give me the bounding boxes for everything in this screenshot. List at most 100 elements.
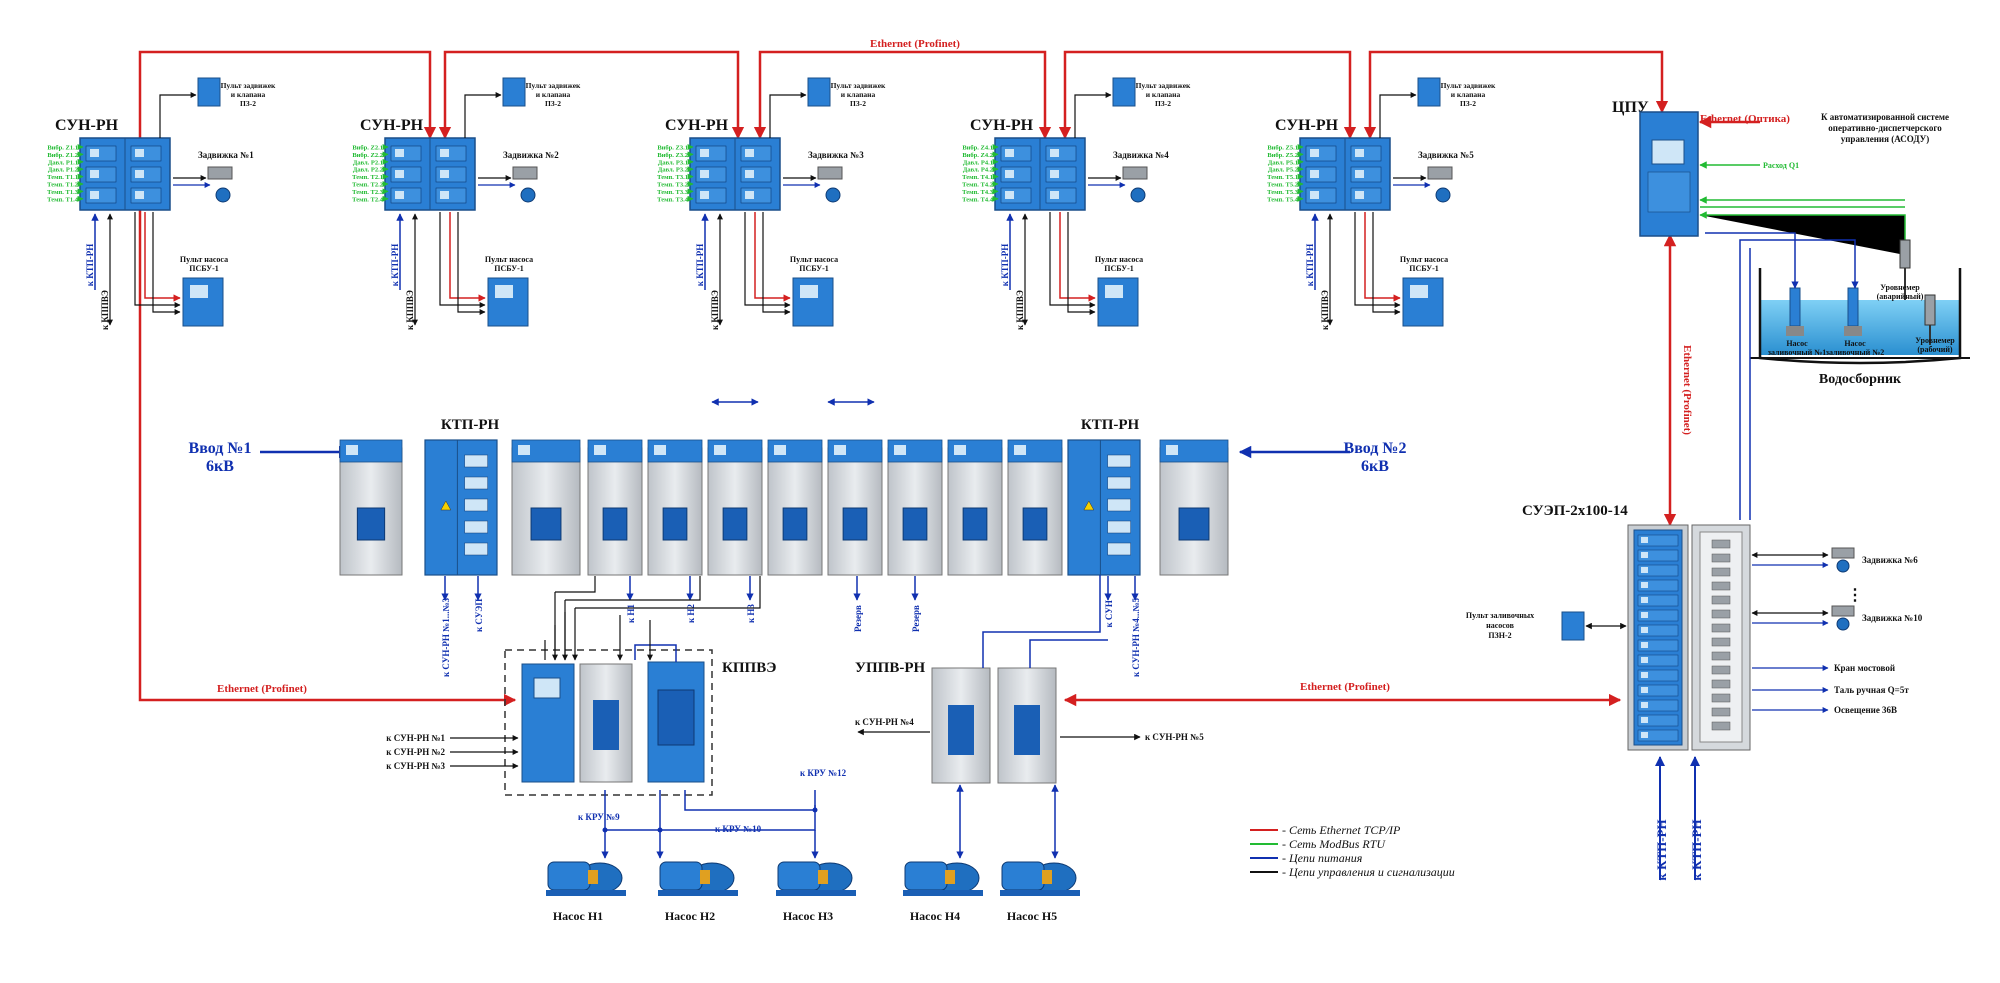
valve-label: Задвижка №3 [808, 150, 864, 160]
svg-text:ПЗН-2: ПЗН-2 [1488, 631, 1511, 640]
sensor-label: Темп. T3.4 [657, 196, 689, 203]
legend-item: - Цепи управления и сигнализации [1250, 865, 1455, 879]
uppv-title: УППВ-РН [855, 660, 926, 676]
sensor-label: Вибр. Z5.2 [1267, 152, 1298, 159]
sensor-label: Давл. P1.1 [48, 159, 78, 166]
valve-panel-icon [1112, 77, 1136, 107]
svg-text:ПСБУ-1: ПСБУ-1 [1104, 264, 1134, 273]
cabinet-output: к СУЭП [474, 576, 484, 632]
valve-icon [215, 187, 231, 203]
svg-text:и клапана: и клапана [1146, 90, 1181, 99]
sensor-label: Вибр. Z2.2 [352, 152, 383, 159]
ktp-left-title: КТП-РН [441, 417, 500, 433]
svg-text:6кВ: 6кВ [206, 458, 234, 475]
suep-title: СУЭП-2х100-14 [1522, 503, 1628, 519]
switchgear-cabinet [707, 439, 763, 576]
sensor-label: Давл. P2.2 [353, 167, 383, 174]
cabinet-output: к Н1 [626, 576, 636, 623]
svg-text:Насос: Насос [1844, 339, 1866, 348]
svg-text:к Н1: к Н1 [626, 604, 636, 623]
sun-rn-title: СУН-РН [970, 117, 1034, 134]
to-kppve-label: к КППВЭ [710, 290, 720, 330]
sensor-label: Вибр. Z4.2 [962, 152, 993, 159]
cabinet-output: к Н2 [686, 576, 696, 623]
pump-1: Насос Н1 [546, 861, 626, 923]
sensor-label: Давл. P5.1 [1268, 159, 1298, 166]
pump-label: Насос Н5 [1007, 909, 1057, 923]
sensor-label: Вибр. Z3.1 [657, 145, 688, 152]
svg-text:- Сеть Ethernet TCP/IP: - Сеть Ethernet TCP/IP [1282, 823, 1401, 837]
valve-label: Задвижка №1 [198, 150, 254, 160]
svg-text:насосов: насосов [1486, 621, 1515, 630]
valve-label: Задвижка №4 [1113, 150, 1169, 160]
svg-text:Пульт насоса: Пульт насоса [180, 255, 228, 264]
pump-label: Насос Н1 [553, 909, 603, 923]
svg-text:Пульт задвижек: Пульт задвижек [1441, 81, 1496, 90]
svg-text:Пульт насоса: Пульт насоса [485, 255, 533, 264]
kppve-title: КППВЭ [722, 660, 776, 676]
sensor-label: Темп. T4.4 [962, 196, 994, 203]
sensor-label: Темп. T5.2 [1267, 182, 1298, 189]
svg-text:Освещение 36В: Освещение 36В [1834, 705, 1897, 715]
svg-text:к КТП-РН: к КТП-РН [1689, 819, 1704, 880]
pump-3: Насос Н3 [776, 861, 856, 923]
svg-text:Пульт заливочных: Пульт заливочных [1466, 611, 1534, 620]
kppve-link-label: к СУН-РН №3 [386, 761, 445, 771]
sensor-label: Давл. P5.2 [1268, 167, 1298, 174]
sensor-label: Темп. T4.3 [962, 189, 994, 196]
sensor-label: Вибр. Z1.2 [47, 152, 78, 159]
valve-label: Задвижка №2 [503, 150, 559, 160]
svg-text:- Цепи управления и сигнализац: - Цепи управления и сигнализации [1282, 865, 1455, 879]
legend-item: - Сеть Ethernet TCP/IP [1250, 823, 1401, 837]
sensor-label: Темп. T5.3 [1267, 189, 1299, 196]
svg-text:управления (АСОДУ): управления (АСОДУ) [1841, 134, 1929, 144]
sun-rn-title: СУН-РН [665, 117, 729, 134]
pump-4: Насос Н4 [903, 861, 983, 923]
valve-icon [1831, 547, 1855, 559]
sensor-label: Темп. T4.1 [962, 174, 993, 181]
kru-lines: к КРУ №9 к КРУ №10 к КРУ №12 [578, 768, 847, 834]
switchgear-cabinet [947, 439, 1003, 576]
svg-text:Таль ручная Q=5т: Таль ручная Q=5т [1834, 685, 1909, 695]
valve-icon [825, 187, 841, 203]
switchgear-cabinet [1067, 439, 1141, 576]
legend-item: - Сеть ModBus RTU [1250, 837, 1386, 851]
svg-text:Уровнемер: Уровнемер [1915, 336, 1955, 345]
svg-text:- Цепи питания: - Цепи питания [1282, 851, 1363, 865]
svg-text:ПСБУ-1: ПСБУ-1 [799, 264, 829, 273]
suep-output: Задвижка №10 [1751, 605, 1923, 631]
svg-text:Пульт насоса: Пульт насоса [790, 255, 838, 264]
valve-label: Задвижка №5 [1418, 150, 1474, 160]
ktp-right-title: КТП-РН [1081, 417, 1140, 433]
cabinet-output: Резерв [853, 576, 863, 632]
ethernet-left-label: Ethernet (Profinet) [217, 683, 307, 695]
svg-text:к КРУ №10: к КРУ №10 [715, 824, 762, 834]
cabinet-output: к Н3 [746, 576, 756, 623]
ethernet-top-label: Ethernet (Profinet) [870, 38, 960, 50]
cabinet-output: к СУН [1104, 576, 1114, 628]
valve-icon [1831, 605, 1855, 617]
suep-output: Кран мостовой [1752, 663, 1895, 673]
ethernet-optika-label: Ethernet (Оптика) [1700, 113, 1790, 125]
sensor-label: Давл. P3.1 [658, 159, 688, 166]
svg-text:ПСБУ-1: ПСБУ-1 [494, 264, 524, 273]
sensor-label: Вибр. Z1.1 [47, 145, 78, 152]
kppve-link-label: к СУН-РН №2 [386, 747, 445, 757]
svg-text:к КТП-РН: к КТП-РН [1654, 819, 1669, 880]
switchgear-cabinet [587, 439, 643, 576]
sensor-label: Давл. P2.1 [353, 159, 383, 166]
suep-block: СУЭП-2х100-14 Пульт заливочных насосов П… [1466, 503, 1923, 881]
ethernet-right-label: Ethernet (Profinet) [1300, 681, 1390, 693]
sensor-label: Темп. T5.4 [1267, 196, 1299, 203]
valve-icon [1130, 187, 1146, 203]
svg-text:ПЗ-2: ПЗ-2 [850, 99, 866, 108]
svg-text:к Н2: к Н2 [686, 604, 696, 623]
legend: - Сеть Ethernet TCP/IP- Сеть ModBus RTU-… [1250, 823, 1455, 879]
cabinet-output: к СУН-РН №4...№5 [1131, 576, 1141, 677]
svg-text:заливочный №2: заливочный №2 [1826, 348, 1884, 357]
pump-label: Насос Н2 [665, 909, 715, 923]
